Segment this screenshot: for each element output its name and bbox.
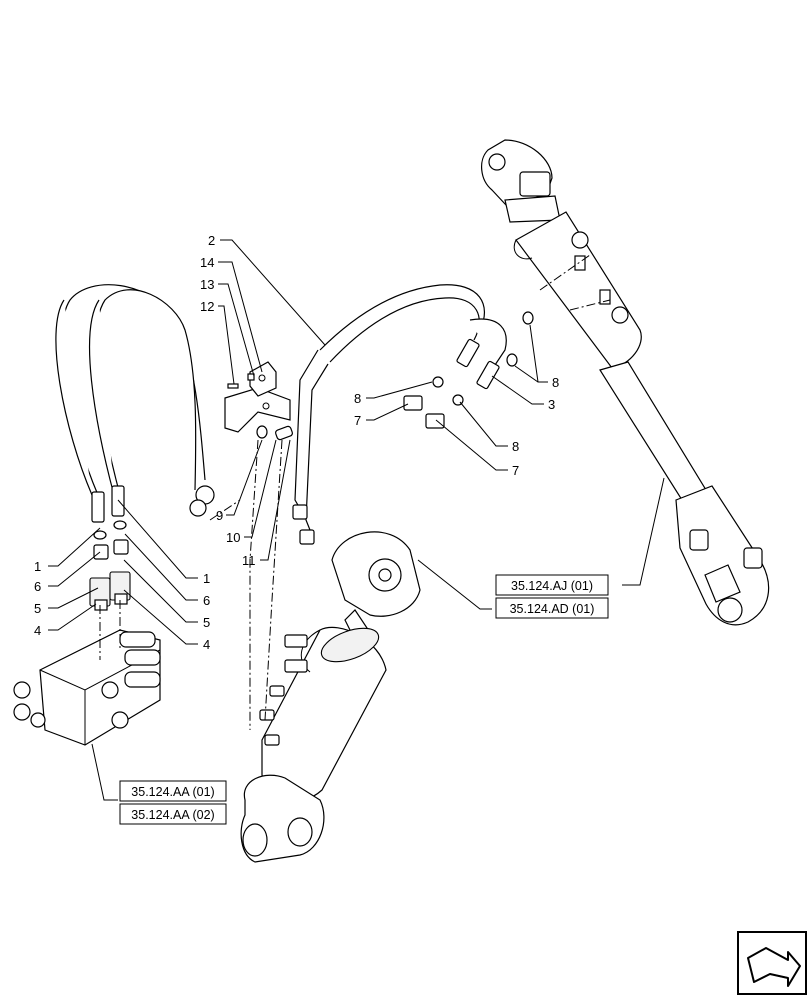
- bracket-assembly: [224, 361, 293, 441]
- callout-9: 9: [216, 508, 223, 523]
- callout-4-left: 4: [34, 623, 41, 638]
- callout-4-right: 4: [203, 637, 210, 652]
- callouts: 1 6 5 4 1 6 5 4 2 14 13 12 9 10 11 8 7 8…: [34, 233, 559, 652]
- ref-35-124-ad-01[interactable]: 35.124.AD (01): [495, 597, 609, 619]
- callout-11: 11: [242, 553, 256, 568]
- callout-13: 13: [200, 277, 214, 292]
- next-page-arrow-icon[interactable]: [737, 931, 807, 995]
- right-lift-cylinder: [481, 139, 770, 626]
- callout-6-left: 6: [34, 579, 41, 594]
- callout-7-b: 7: [512, 463, 519, 478]
- quick-couplers: [89, 520, 131, 611]
- callout-5-left: 5: [34, 601, 41, 616]
- callout-8-a: 8: [354, 391, 361, 406]
- callout-8-b: 8: [512, 439, 519, 454]
- callout-7-a: 7: [354, 413, 361, 428]
- callout-6-right: 6: [203, 593, 210, 608]
- reference-boxes: 35.124.AJ (01) 35.124.AD (01) 35.124.AA …: [119, 574, 609, 825]
- svg-text:35.124.AA (02): 35.124.AA (02): [131, 808, 214, 822]
- callout-1-left: 1: [34, 559, 41, 574]
- svg-text:35.124.AD (01): 35.124.AD (01): [510, 602, 595, 616]
- callout-1-right: 1: [203, 571, 210, 586]
- ref-35-124-aa-01[interactable]: 35.124.AA (01): [119, 780, 227, 802]
- callout-2: 2: [208, 233, 215, 248]
- left-hose-pair: [55, 284, 215, 523]
- control-valve-block: [13, 629, 161, 746]
- callout-14: 14: [200, 255, 214, 270]
- callout-12: 12: [200, 299, 214, 314]
- callout-10: 10: [226, 530, 240, 545]
- assembly-lines: [99, 254, 611, 730]
- svg-text:35.124.AA (01): 35.124.AA (01): [131, 785, 214, 799]
- ref-35-124-aj-01[interactable]: 35.124.AJ (01): [495, 574, 609, 596]
- callout-3: 3: [548, 397, 555, 412]
- callout-8-c: 8: [552, 375, 559, 390]
- ref-35-124-aa-02[interactable]: 35.124.AA (02): [119, 803, 227, 825]
- svg-text:35.124.AJ (01): 35.124.AJ (01): [511, 579, 593, 593]
- callout-5-right: 5: [203, 615, 210, 630]
- left-lift-cylinder: [240, 531, 421, 863]
- leader-lines: [48, 239, 665, 801]
- centre-hose-pair: [292, 284, 507, 545]
